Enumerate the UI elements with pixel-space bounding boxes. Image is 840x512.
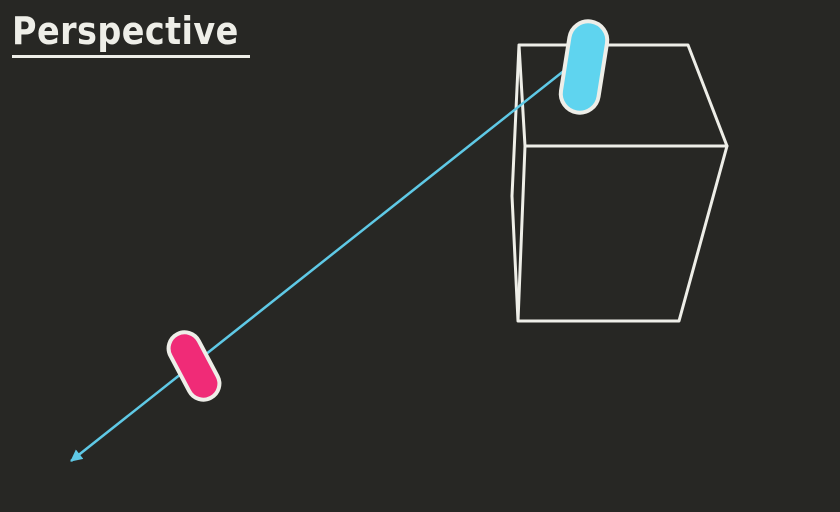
page-title: Perspective xyxy=(12,9,239,53)
box-top-face xyxy=(517,43,729,148)
capsule-icon xyxy=(166,330,222,402)
title-underline xyxy=(12,55,250,58)
projection-ray xyxy=(70,65,571,462)
far-marker xyxy=(558,19,610,115)
box-side-edge xyxy=(510,44,521,322)
box-front-face xyxy=(516,144,729,323)
near-marker xyxy=(166,330,222,402)
capsule-icon xyxy=(558,19,610,115)
perspective-box xyxy=(510,43,729,323)
